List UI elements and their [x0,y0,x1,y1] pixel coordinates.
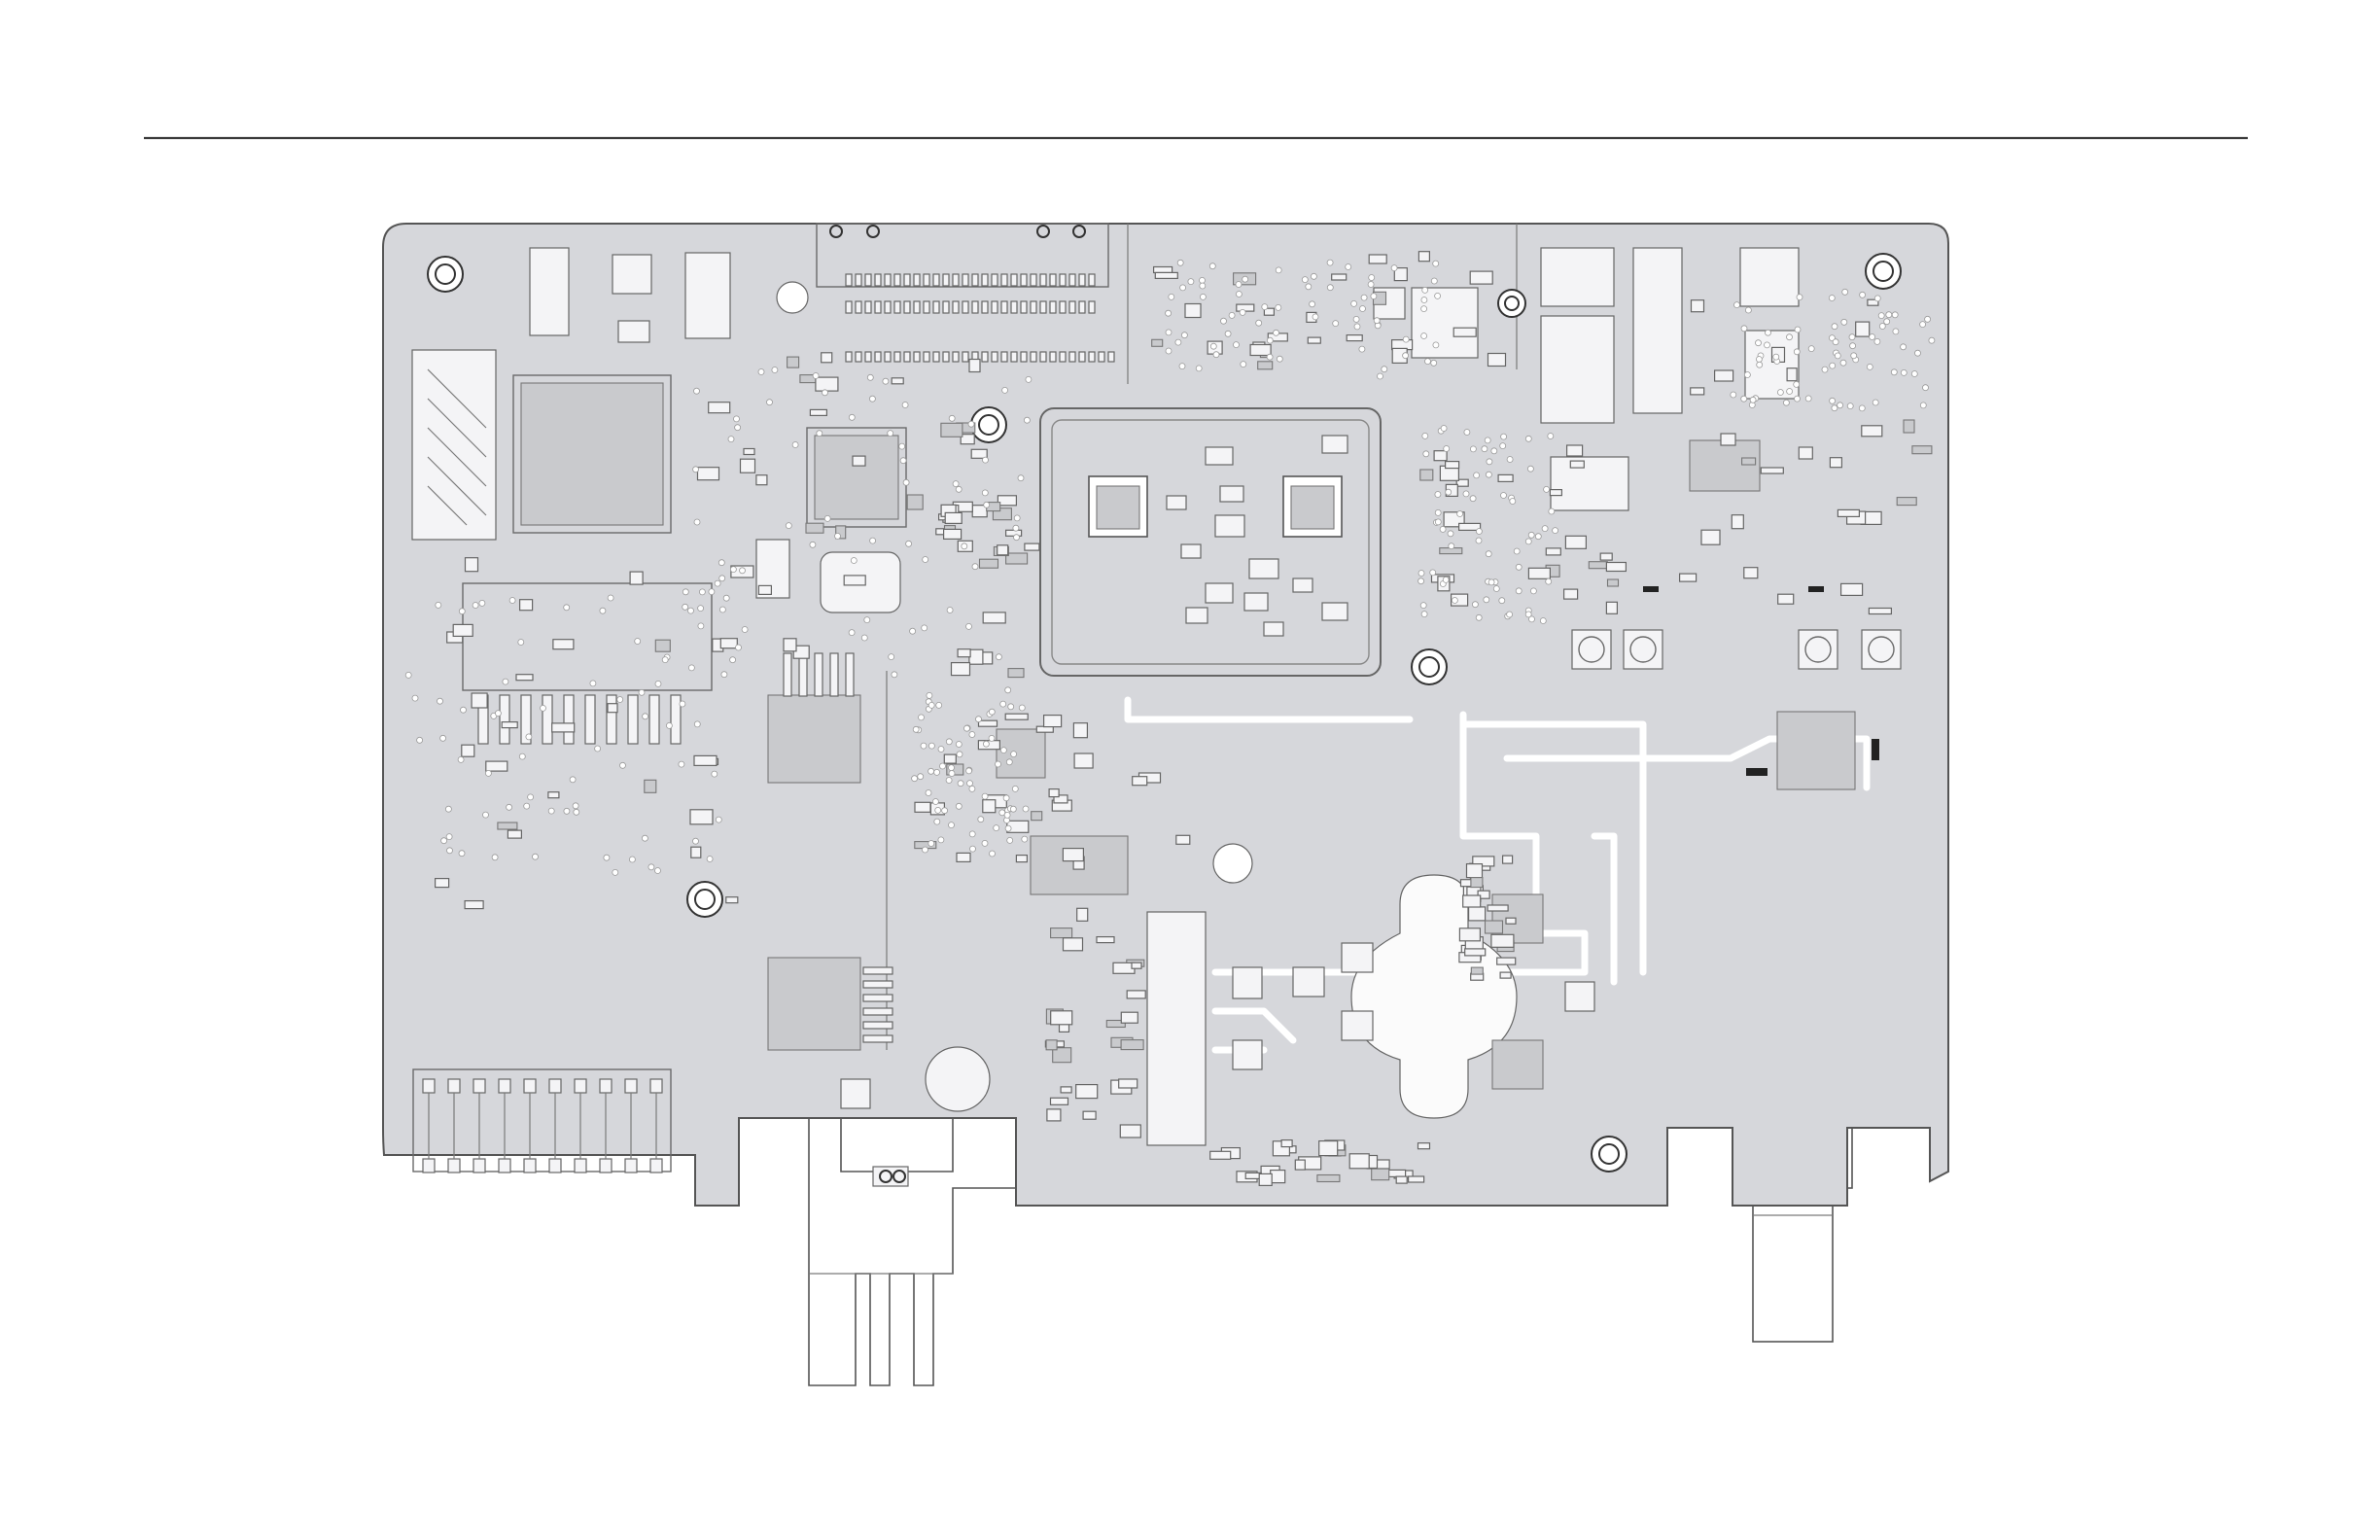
mounting-hole [687,882,722,917]
mounting-hole [1592,1137,1627,1172]
mounting-hole [1498,290,1525,317]
test-point [777,282,808,313]
qfp-large-chip [513,375,671,533]
flex-connector-left [412,350,496,540]
mounting-hole [971,407,1006,442]
test-point [1213,844,1252,883]
bottom-left-connector [809,1118,1016,1385]
mounting-hole [1412,649,1447,684]
long-component [1147,912,1206,1145]
mounting-hole [1866,254,1901,289]
mounting-hole [428,257,463,292]
qfp-small-chip [807,428,906,527]
